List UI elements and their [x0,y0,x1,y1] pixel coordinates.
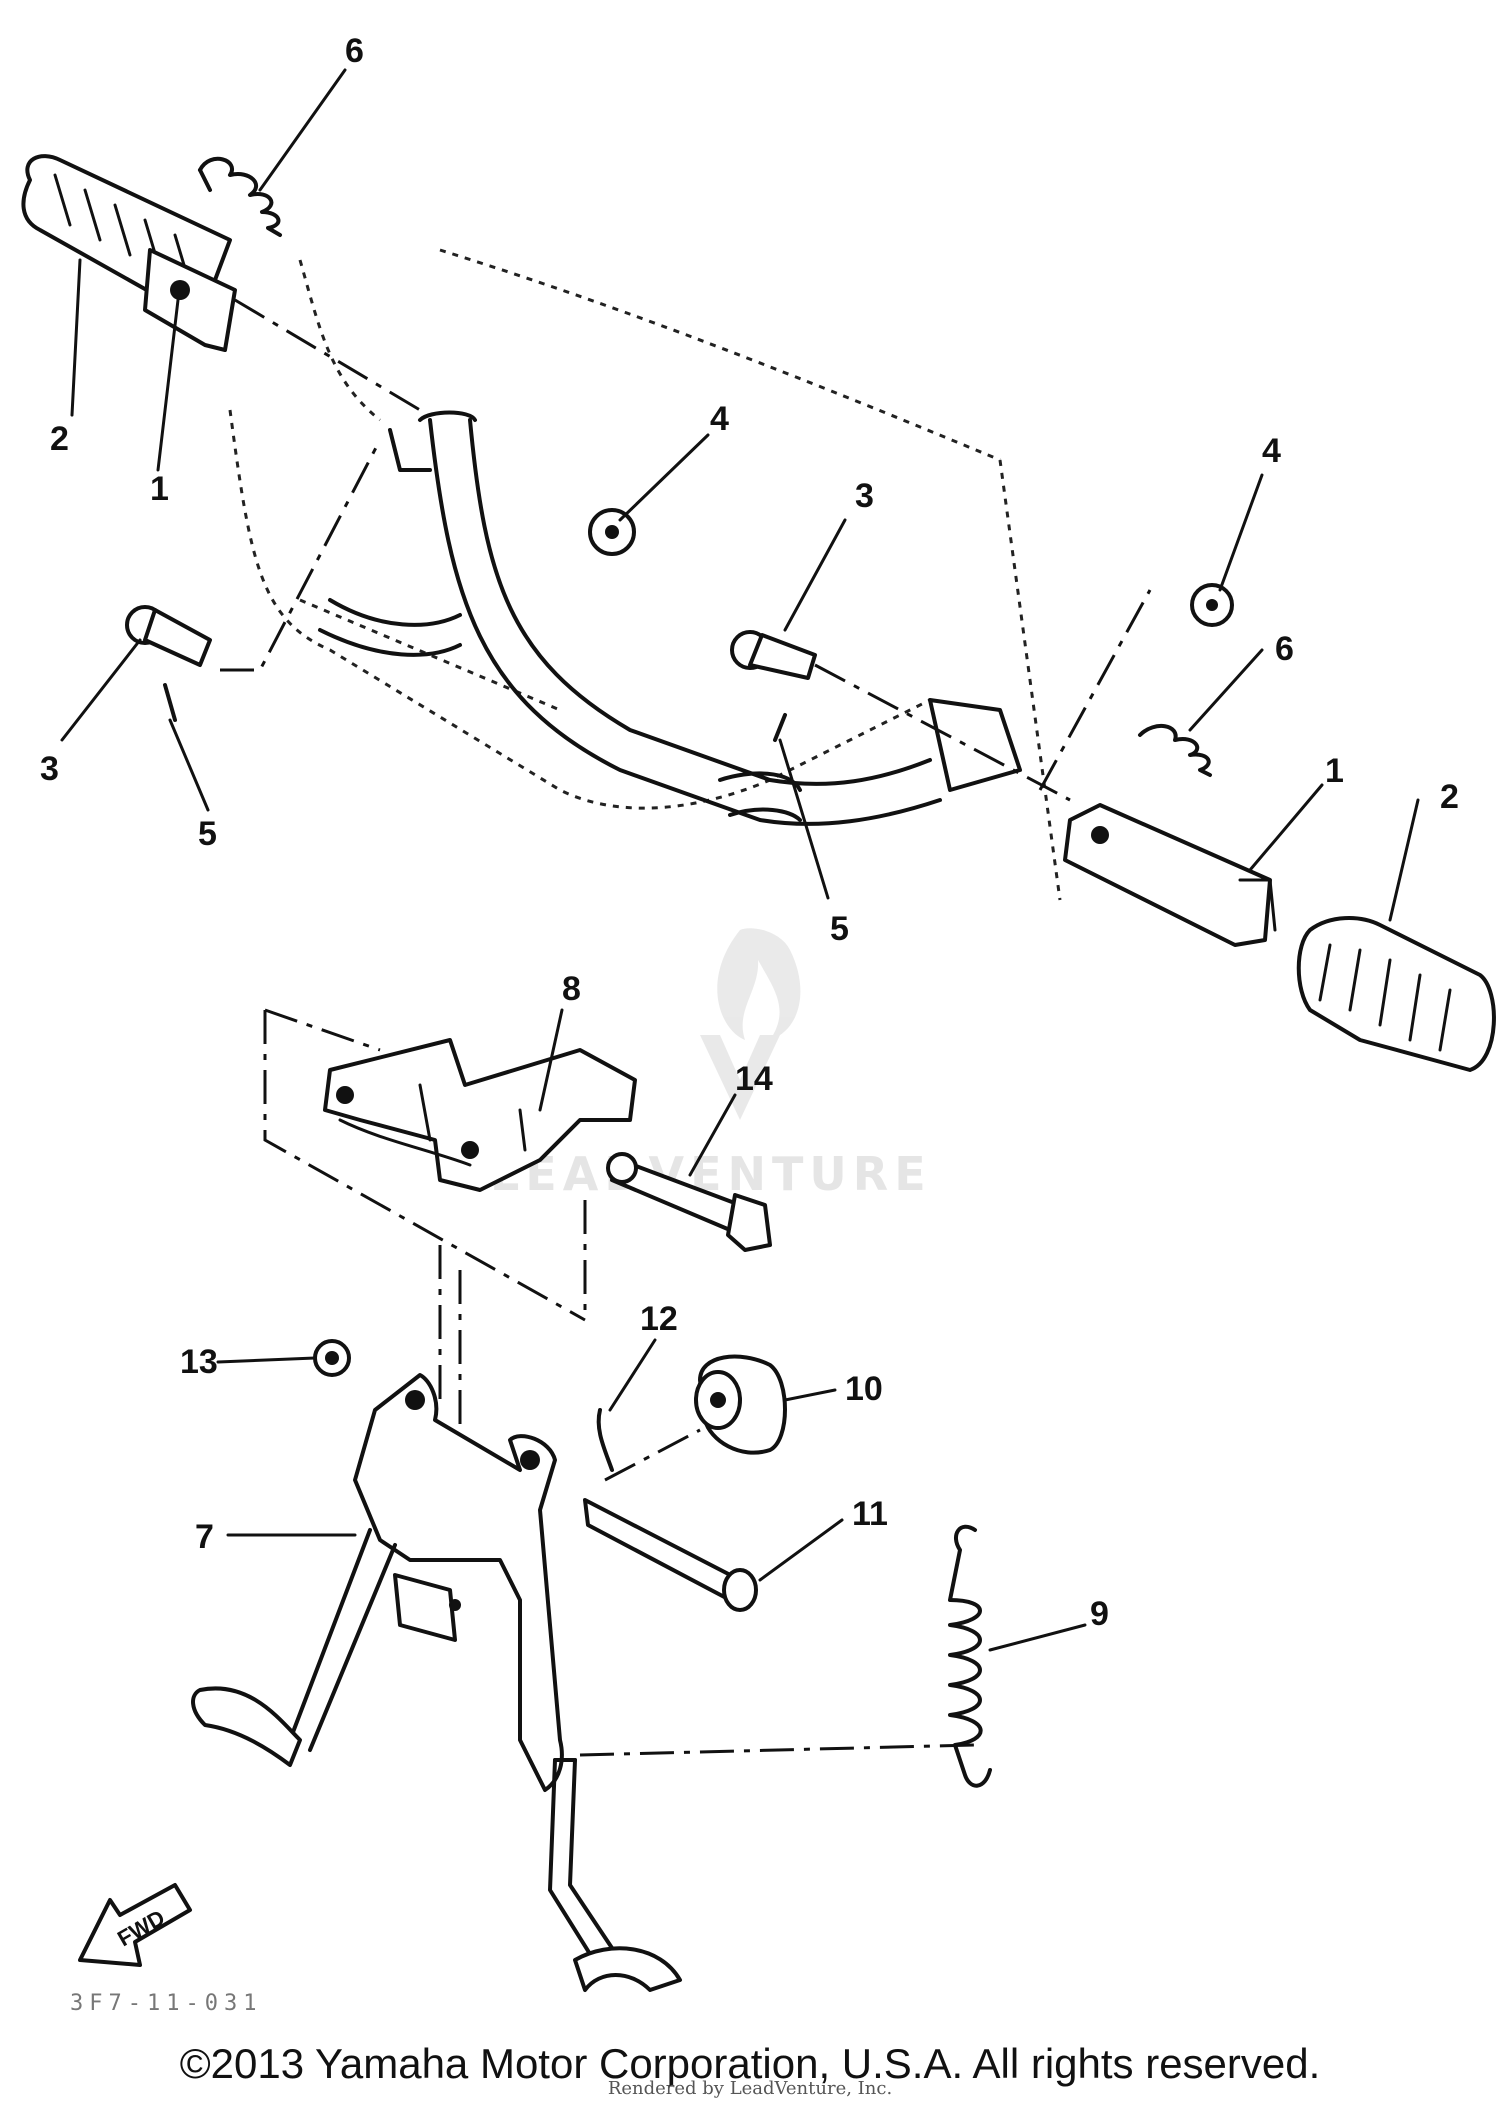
stand-bracket-plate[interactable] [323,1038,637,1192]
callout-2-right: 2 [1440,778,1459,816]
left-cotter-pin[interactable] [163,683,177,722]
callout-3-right: 3 [855,477,874,515]
callout-1-right: 1 [1325,752,1344,790]
callout-6-right: 6 [1275,630,1294,668]
stand-cotter-pin[interactable] [596,1408,614,1472]
callout-2-left: 2 [50,420,69,458]
callout-12: 12 [640,1300,678,1338]
callout-9: 9 [1090,1595,1109,1633]
rendered-by-notice: Rendered by LeadVenture, Inc. [607,2078,893,2099]
right-footrest-rubber[interactable] [1296,916,1496,1072]
callout-6-top: 6 [345,32,364,70]
callout-7: 7 [195,1518,214,1556]
callout-11: 11 [852,1495,888,1533]
right-footrest-bracket[interactable] [1063,803,1277,947]
callout-1-left: 1 [150,470,169,508]
callout-14: 14 [735,1060,773,1098]
frame-tube [318,410,1022,826]
callout-8: 8 [562,970,581,1008]
callout-numbers: 6 2 1 4 3 5 3 4 6 5 1 2 8 14 13 12 10 11… [40,32,1459,1633]
left-footrest-pin[interactable] [125,605,212,667]
diagram-code: 3F7-11-031 [70,1991,262,2016]
main-stand[interactable] [191,1373,682,1992]
callout-3-left: 3 [40,750,59,788]
left-footrest-bracket[interactable] [143,248,237,352]
copyright-notice: ©2013 Yamaha Motor Corporation, U.S.A. A… [179,2040,1321,2087]
fwd-arrow: FWD [78,1883,192,1967]
right-footrest-pin[interactable] [730,630,817,680]
stand-pivot-bolt[interactable] [606,1152,772,1252]
callout-13: 13 [180,1343,218,1381]
assembly-lines-upper [220,298,1152,802]
stand-return-spring[interactable] [948,1524,992,1788]
callout-5-right: 5 [830,910,849,948]
right-washer[interactable] [1190,583,1234,627]
right-footrest-spring[interactable] [1138,724,1212,777]
stand-washer[interactable] [313,1339,351,1377]
left-footrest-spring[interactable] [198,156,282,237]
callout-leaders [60,68,1420,1652]
right-cotter-pin[interactable] [773,713,787,742]
callout-5-left: 5 [198,815,217,853]
callout-4-left: 4 [710,400,729,438]
assembly-lines-lower [579,1428,976,1757]
left-washer[interactable] [588,508,636,556]
callout-10: 10 [845,1370,883,1408]
callout-4-right: 4 [1262,432,1281,470]
stand-shaft[interactable] [583,1498,758,1612]
stand-collar[interactable] [694,1354,787,1455]
bracket-dash-outline [263,1008,587,1450]
